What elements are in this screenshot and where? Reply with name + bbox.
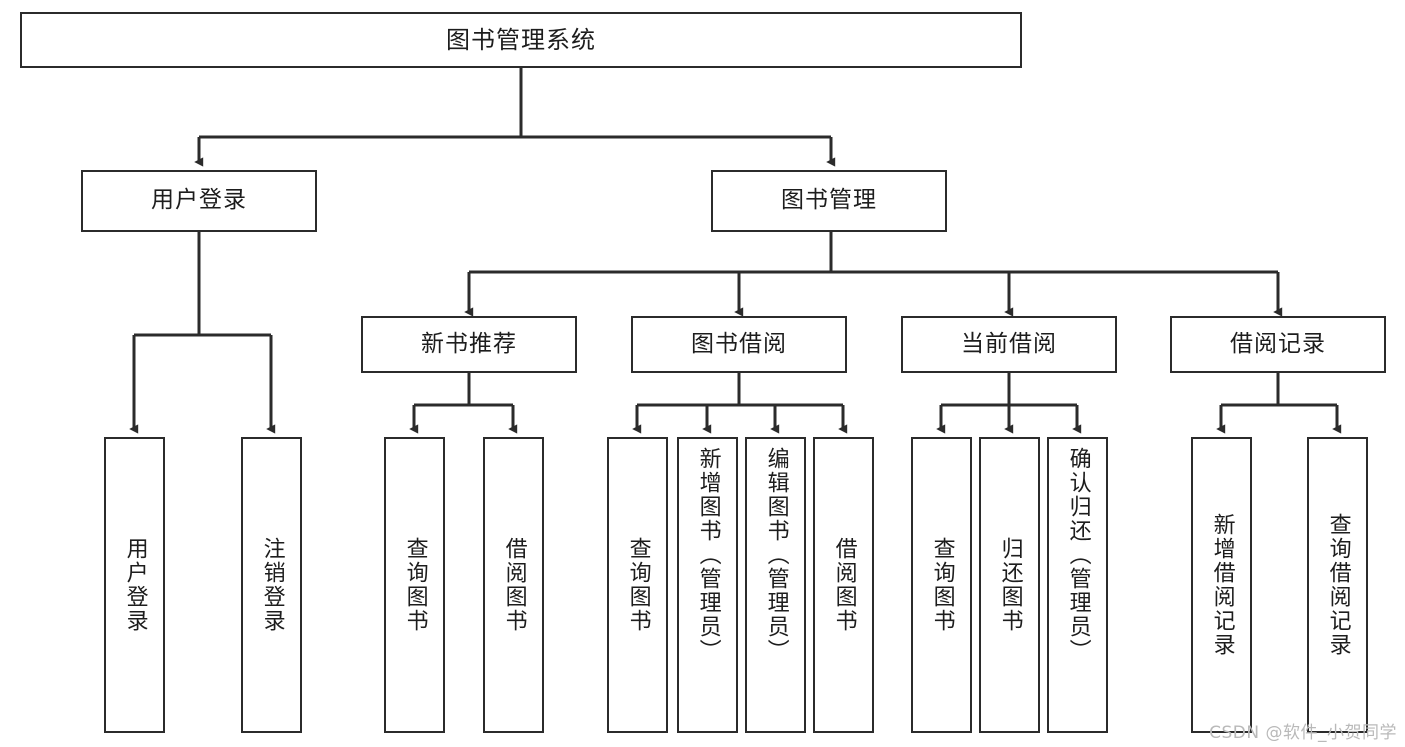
leaf-wrap: 注销登录 — [243, 439, 300, 731]
leaf-wrap: 确认归还（管理员） — [1049, 439, 1106, 739]
leaf-query-record-label: 查询借阅记录 — [1325, 513, 1351, 657]
leaf-user-login[interactable]: 用户登录 — [104, 437, 165, 733]
node-new-book-recommend-label: 新书推荐 — [421, 330, 517, 357]
leaf-logout-login-label: 注销登录 — [259, 537, 285, 633]
node-book-manage[interactable]: 图书管理 — [711, 170, 947, 232]
leaf-borrow-book-2[interactable]: 借阅图书 — [813, 437, 874, 733]
leaf-wrap: 查询图书 — [609, 439, 666, 731]
leaf-query-book-3-label: 查询图书 — [929, 537, 955, 633]
leaf-return-book[interactable]: 归还图书 — [979, 437, 1040, 733]
leaf-wrap: 用户登录 — [106, 439, 163, 731]
leaf-borrow-book-2-label: 借阅图书 — [831, 537, 857, 633]
leaf-query-book-1-label: 查询图书 — [402, 537, 428, 633]
leaf-confirm-return-label: 确认归还（管理员） — [1065, 447, 1091, 663]
leaf-wrap: 归还图书 — [981, 439, 1038, 731]
leaf-confirm-return[interactable]: 确认归还（管理员） — [1047, 437, 1108, 733]
leaf-query-book-2[interactable]: 查询图书 — [607, 437, 668, 733]
leaf-wrap: 查询借阅记录 — [1309, 439, 1366, 731]
leaf-wrap: 编辑图书（管理员） — [747, 439, 804, 739]
leaf-logout-login[interactable]: 注销登录 — [241, 437, 302, 733]
leaf-query-record[interactable]: 查询借阅记录 — [1307, 437, 1368, 733]
leaf-add-record[interactable]: 新增借阅记录 — [1191, 437, 1252, 733]
node-user-login[interactable]: 用户登录 — [81, 170, 317, 232]
node-root-system[interactable]: 图书管理系统 — [20, 12, 1022, 68]
node-current-borrow-label: 当前借阅 — [961, 330, 1057, 357]
leaf-wrap: 新增图书（管理员） — [679, 439, 736, 739]
leaf-user-login-label: 用户登录 — [122, 537, 148, 633]
leaf-wrap: 查询图书 — [386, 439, 443, 731]
node-user-login-label: 用户登录 — [151, 187, 247, 214]
leaf-edit-book[interactable]: 编辑图书（管理员） — [745, 437, 806, 733]
leaf-query-book-2-label: 查询图书 — [625, 537, 651, 633]
leaf-add-book-label: 新增图书（管理员） — [695, 447, 721, 663]
leaf-return-book-label: 归还图书 — [997, 537, 1023, 633]
leaf-query-book-3[interactable]: 查询图书 — [911, 437, 972, 733]
node-book-borrow[interactable]: 图书借阅 — [631, 316, 847, 373]
leaf-borrow-book-1[interactable]: 借阅图书 — [483, 437, 544, 733]
leaf-query-book-1[interactable]: 查询图书 — [384, 437, 445, 733]
leaf-add-book[interactable]: 新增图书（管理员） — [677, 437, 738, 733]
node-new-book-recommend[interactable]: 新书推荐 — [361, 316, 577, 373]
leaf-edit-book-label: 编辑图书（管理员） — [763, 447, 789, 663]
leaf-borrow-book-1-label: 借阅图书 — [501, 537, 527, 633]
leaf-wrap: 新增借阅记录 — [1193, 439, 1250, 731]
node-book-manage-label: 图书管理 — [781, 187, 877, 214]
node-current-borrow[interactable]: 当前借阅 — [901, 316, 1117, 373]
leaf-wrap: 借阅图书 — [485, 439, 542, 731]
node-book-borrow-label: 图书借阅 — [691, 330, 787, 357]
watermark-text: CSDN @软件_小贺同学 — [1209, 723, 1397, 743]
node-borrow-record-label: 借阅记录 — [1230, 330, 1326, 357]
node-root-label: 图书管理系统 — [446, 25, 596, 54]
node-borrow-record[interactable]: 借阅记录 — [1170, 316, 1386, 373]
leaf-wrap: 借阅图书 — [815, 439, 872, 731]
leaf-wrap: 查询图书 — [913, 439, 970, 731]
leaf-add-record-label: 新增借阅记录 — [1209, 513, 1235, 657]
